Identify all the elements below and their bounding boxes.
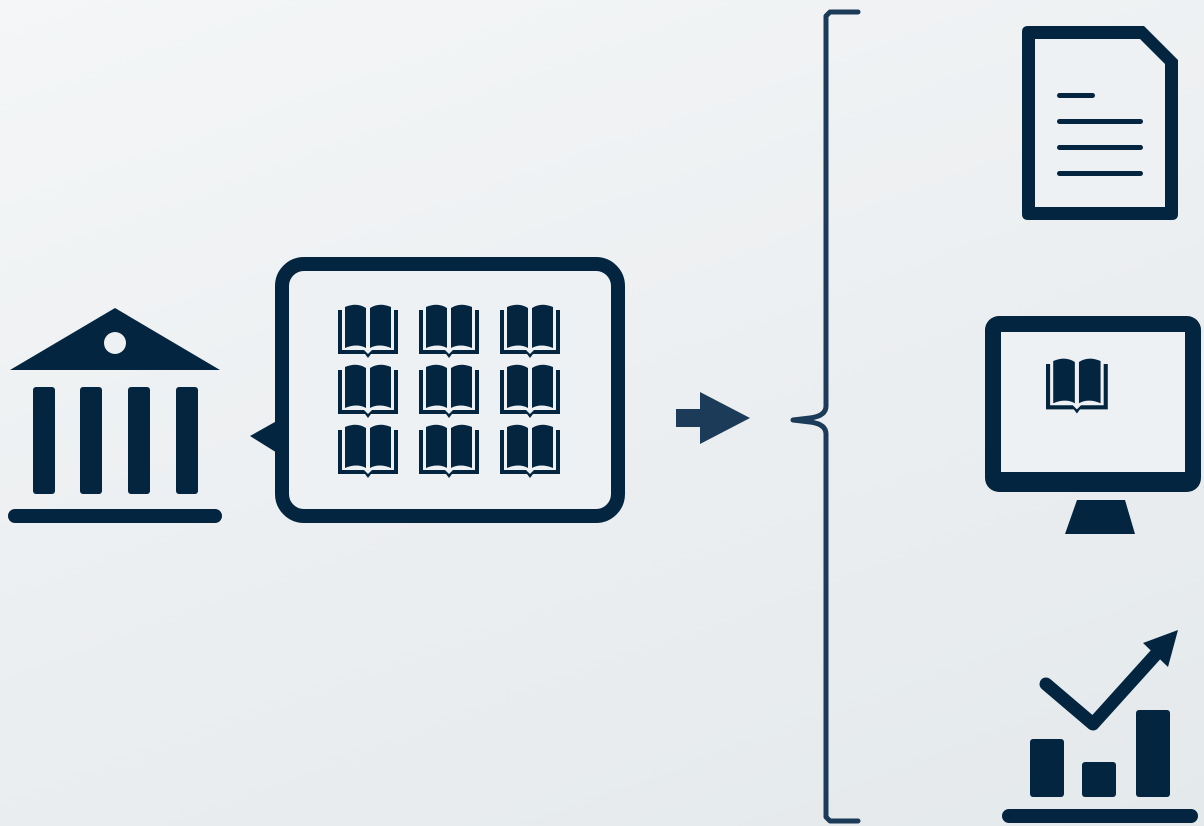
institution-building-icon [8,308,222,523]
growth-chart-icon [1002,630,1198,823]
right-arrow-icon [676,392,750,444]
curly-brace-icon [790,9,861,824]
book-collection-callout-icon [250,257,625,523]
monitor-ebook-icon [985,316,1201,534]
document-icon [1022,26,1178,220]
